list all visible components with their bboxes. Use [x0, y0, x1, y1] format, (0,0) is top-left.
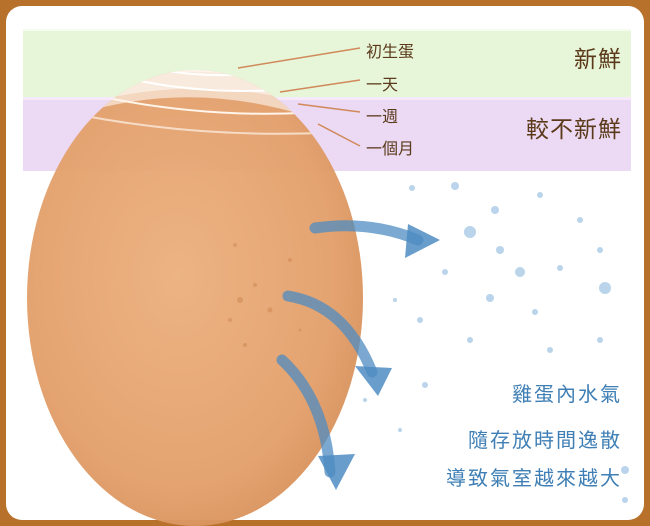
- label-one-month: 一個月: [366, 139, 415, 158]
- label-one-week: 一週: [366, 107, 399, 126]
- caption-line-3: 導致氣室越來越大: [446, 466, 622, 490]
- fresh-band: [23, 29, 631, 100]
- label-new-egg: 初生蛋: [366, 42, 415, 61]
- caption-line-1: 雞蛋內水氣: [512, 382, 622, 406]
- egg-speckles: [228, 243, 302, 347]
- vapor-dots: [363, 182, 629, 503]
- label-one-day: 一天: [366, 75, 399, 94]
- arrow-heads: [318, 224, 440, 490]
- egg-shape: [27, 70, 363, 526]
- fresh-label: 新鮮: [574, 47, 622, 73]
- stale-label: 較不新鮮: [526, 117, 622, 143]
- caption-line-2: 隨存放時間逸散: [468, 428, 622, 452]
- leader-lines: [237, 47, 361, 147]
